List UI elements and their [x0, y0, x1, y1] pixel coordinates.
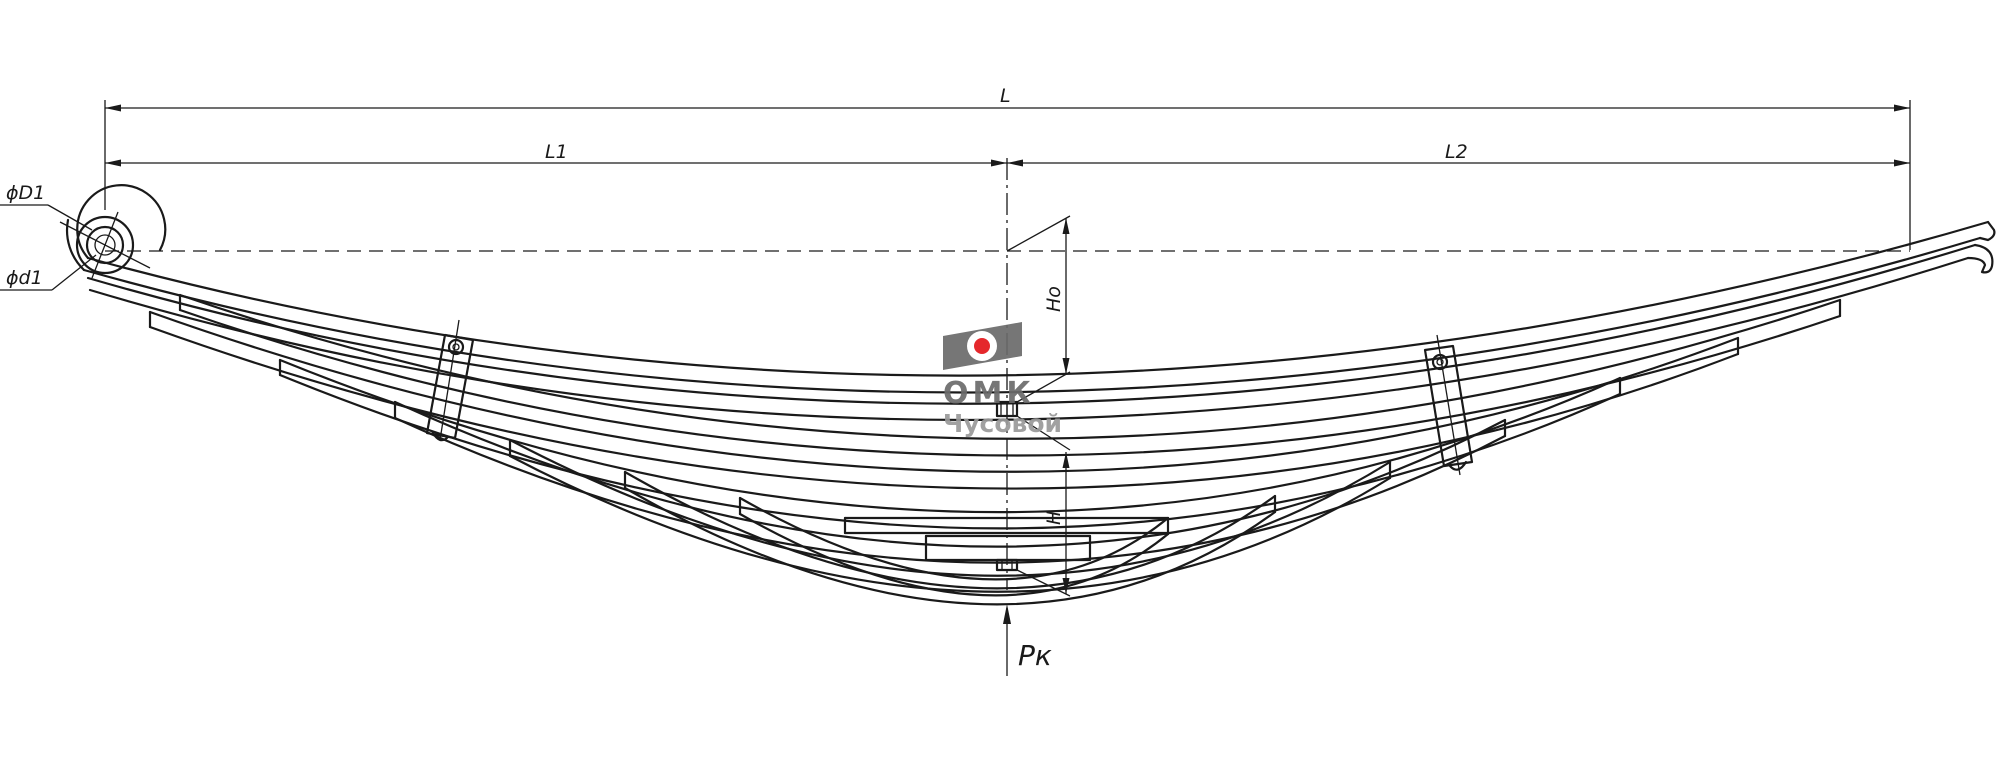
leaf-8 [623, 470, 1277, 590]
omk-logo: ОМК Чусовой [943, 322, 1062, 438]
leaf-6 [393, 400, 1507, 548]
left-clamp [425, 319, 475, 442]
logo-brand-text: ОМК [943, 376, 1035, 411]
omk-logo-dot [974, 338, 990, 354]
right-clamp [1423, 334, 1474, 476]
leaf-5 [278, 358, 1622, 514]
leaf-7 [508, 438, 1392, 577]
dimension-L2: L2 [1007, 141, 1910, 167]
load-arrow: Pк [1003, 604, 1052, 676]
dimension-H-label: H [1043, 511, 1065, 525]
dimension-L1: L1 [105, 141, 1007, 167]
dimension-L: L [104, 85, 1911, 250]
dimension-Ho: Ho [1006, 215, 1071, 403]
leaf-3 [178, 293, 1842, 440]
center-bolt [995, 400, 1019, 572]
eye-outer-diameter-label: ϕD1 [6, 182, 45, 204]
logo-location-text: Чусовой [943, 409, 1062, 438]
dimension-L2-label: L2 [1445, 141, 1468, 163]
eye-inner-diameter-label: ϕd1 [6, 267, 43, 289]
left-eye [59, 184, 167, 279]
eye-diameter-leaders: ϕD1 ϕd1 [0, 182, 97, 291]
leaf-1 [86, 220, 1990, 377]
spring-leaves [82, 220, 1996, 606]
load-label: Pк [1018, 639, 1052, 672]
dimension-L1-label: L1 [545, 141, 568, 163]
leaf-2 [86, 243, 1977, 405]
leaf-9 [738, 496, 1170, 581]
dimension-L-label: L [1000, 85, 1011, 107]
leaf-4 [148, 310, 1740, 473]
dimension-H: H [1016, 415, 1071, 597]
dimension-Ho-label: Ho [1043, 286, 1065, 312]
